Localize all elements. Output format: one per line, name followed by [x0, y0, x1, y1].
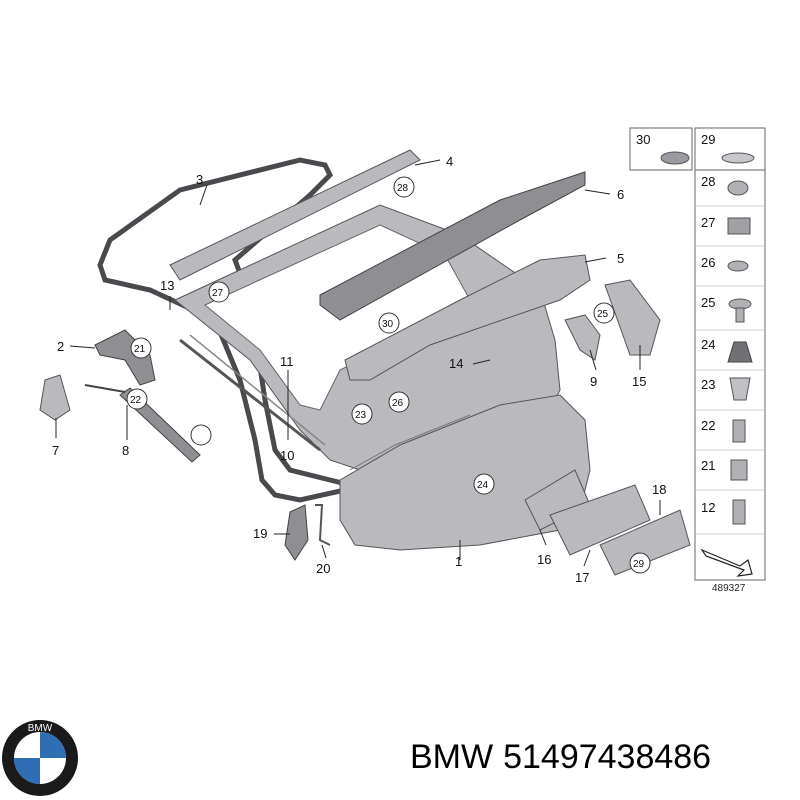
rear-spoiler	[319, 171, 586, 321]
callout-6: 6	[617, 187, 624, 202]
svg-text:21: 21	[134, 344, 146, 355]
svg-text:22: 22	[130, 395, 142, 406]
callout-19: 19	[253, 526, 267, 541]
callout-20: 20	[316, 561, 330, 576]
callout-16: 16	[537, 552, 551, 567]
callout-11: 11	[280, 354, 294, 369]
callout-14: 14	[449, 356, 463, 371]
trim-20	[315, 504, 331, 546]
license-bracket-18	[599, 509, 691, 576]
circled-callouts: 28 27 30 21 22 23 26 24 25 29	[126, 176, 651, 574]
leader-lines	[55, 159, 661, 567]
callout-3: 3	[196, 172, 203, 187]
seal-strip-11	[189, 334, 326, 446]
panel-label-28: 28	[701, 174, 715, 189]
reinforcement-crossmember	[344, 254, 591, 381]
callout-17: 17	[575, 570, 589, 585]
callout-8: 8	[122, 443, 129, 458]
panel-label-21: 21	[701, 458, 715, 473]
callouts: 1 2 3 4 5 6 7 8 9 10 11 12 13 14 15 16 1…	[52, 154, 666, 585]
part-number: 51497438486	[503, 738, 712, 776]
tailgate-hinge	[94, 329, 156, 386]
panel-label-25: 25	[701, 295, 715, 310]
callout-2: 2	[57, 339, 64, 354]
trim-19	[284, 504, 309, 561]
panel-label-30: 30	[636, 132, 650, 147]
panel-label-26: 26	[701, 255, 715, 270]
rear-window-strip	[169, 149, 421, 281]
panel-label-29: 29	[701, 132, 715, 147]
panel-label-27: 27	[701, 215, 715, 230]
seal-strip-10	[179, 338, 321, 452]
svg-text:26: 26	[392, 398, 404, 409]
callout-1: 1	[455, 554, 462, 569]
fastener-panel: 30 29 28 27 26 25 24 23 22 21 12	[629, 127, 766, 581]
callout-9: 9	[590, 374, 597, 389]
bmw-logo-text: BMW	[28, 723, 53, 734]
svg-text:29: 29	[633, 559, 645, 570]
callout-7: 7	[52, 443, 59, 458]
hinge-bracket	[39, 374, 71, 421]
arrow-icon	[700, 548, 753, 577]
callout-5: 5	[617, 251, 624, 266]
callout-10: 10	[280, 448, 294, 463]
panel-label-23: 23	[701, 377, 715, 392]
callout-18: 18	[652, 482, 666, 497]
bracket-15	[604, 279, 661, 356]
callout-15: 15	[632, 374, 646, 389]
callout-4: 4	[446, 154, 453, 169]
bracket-9	[564, 314, 601, 361]
svg-text:30: 30	[382, 319, 394, 330]
svg-text:27: 27	[212, 288, 224, 299]
svg-text:23: 23	[355, 410, 367, 421]
tailgate-seal	[97, 157, 355, 503]
svg-text:24: 24	[477, 480, 489, 491]
panel-label-12: 12	[701, 500, 715, 515]
svg-text:28: 28	[397, 183, 409, 194]
diagram-reference: 489327	[712, 583, 746, 594]
license-bracket-17	[549, 484, 651, 556]
callout-13: 13	[160, 278, 174, 293]
panel-label-22: 22	[701, 418, 715, 433]
panel-label-24: 24	[701, 337, 715, 352]
bmw-logo: BMW	[2, 720, 78, 796]
brand-name: BMW	[410, 738, 494, 776]
svg-text:25: 25	[597, 309, 609, 320]
